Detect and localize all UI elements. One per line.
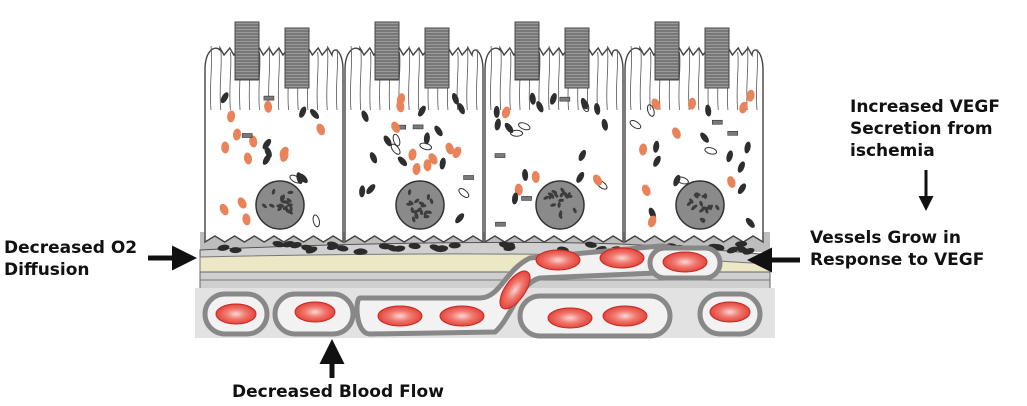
label-vessels-grow: Vessels Grow in Response to VEGF bbox=[810, 227, 984, 271]
cilia-block bbox=[285, 28, 309, 88]
label-line: Diffusion bbox=[4, 259, 137, 281]
red-blood-cell bbox=[710, 302, 750, 322]
epithelial-cell bbox=[625, 22, 763, 242]
cilia-block bbox=[235, 22, 259, 80]
epithelial-cell bbox=[205, 22, 343, 242]
mitochondrion bbox=[495, 154, 505, 158]
red-blood-cell bbox=[295, 302, 335, 322]
nucleus bbox=[396, 181, 444, 229]
rbc-body bbox=[536, 250, 580, 270]
rbc-body bbox=[378, 306, 422, 326]
mitochondrion bbox=[495, 222, 505, 226]
mitochondrion bbox=[560, 97, 570, 101]
rbc-body bbox=[710, 302, 750, 322]
label-line: Vessels Grow in bbox=[810, 227, 984, 249]
red-blood-cell bbox=[603, 306, 647, 326]
cilia-block bbox=[705, 28, 729, 88]
red-blood-cell bbox=[663, 252, 707, 272]
red-blood-cell bbox=[216, 304, 256, 324]
mitochondrion bbox=[728, 131, 738, 135]
mitochondrion bbox=[712, 120, 722, 124]
cilia-block bbox=[425, 28, 449, 88]
rbc-body bbox=[216, 304, 256, 324]
red-blood-cell bbox=[600, 248, 644, 268]
label-decreased-blood-flow: Decreased Blood Flow bbox=[232, 381, 444, 403]
label-line: Decreased O2 bbox=[4, 237, 137, 259]
label-line: ischemia bbox=[850, 140, 1000, 162]
epithelial-cell bbox=[345, 22, 483, 242]
label-line: Increased VEGF bbox=[850, 96, 1000, 118]
label-line: Response to VEGF bbox=[810, 249, 984, 271]
mitochondrion bbox=[522, 196, 532, 200]
red-blood-cell bbox=[536, 250, 580, 270]
cilia-block bbox=[375, 22, 399, 80]
red-blood-cell bbox=[378, 306, 422, 326]
mitochondrion bbox=[464, 176, 474, 180]
rbc-body bbox=[603, 306, 647, 326]
red-blood-cell bbox=[548, 308, 592, 328]
cilia-block bbox=[515, 22, 539, 80]
rbc-body bbox=[440, 306, 484, 326]
rbc-body bbox=[600, 248, 644, 268]
rbc-body bbox=[663, 252, 707, 272]
label-decreased-o2-diffusion: Decreased O2 Diffusion bbox=[4, 237, 137, 281]
mitochondrion bbox=[242, 133, 252, 137]
epithelial-cell-layer bbox=[200, 22, 770, 252]
cilia-block bbox=[565, 28, 589, 88]
label-line: Secretion from bbox=[850, 118, 1000, 140]
rbc-body bbox=[548, 308, 592, 328]
label-increased-vegf: Increased VEGF Secretion from ischemia bbox=[850, 96, 1000, 162]
mitochondrion bbox=[264, 96, 274, 100]
melanin-granule bbox=[494, 106, 500, 118]
epithelial-cell bbox=[485, 22, 623, 242]
cilia-block bbox=[655, 22, 679, 80]
red-blood-cell bbox=[440, 306, 484, 326]
mitochondrion bbox=[413, 125, 423, 129]
rbc-body bbox=[295, 302, 335, 322]
